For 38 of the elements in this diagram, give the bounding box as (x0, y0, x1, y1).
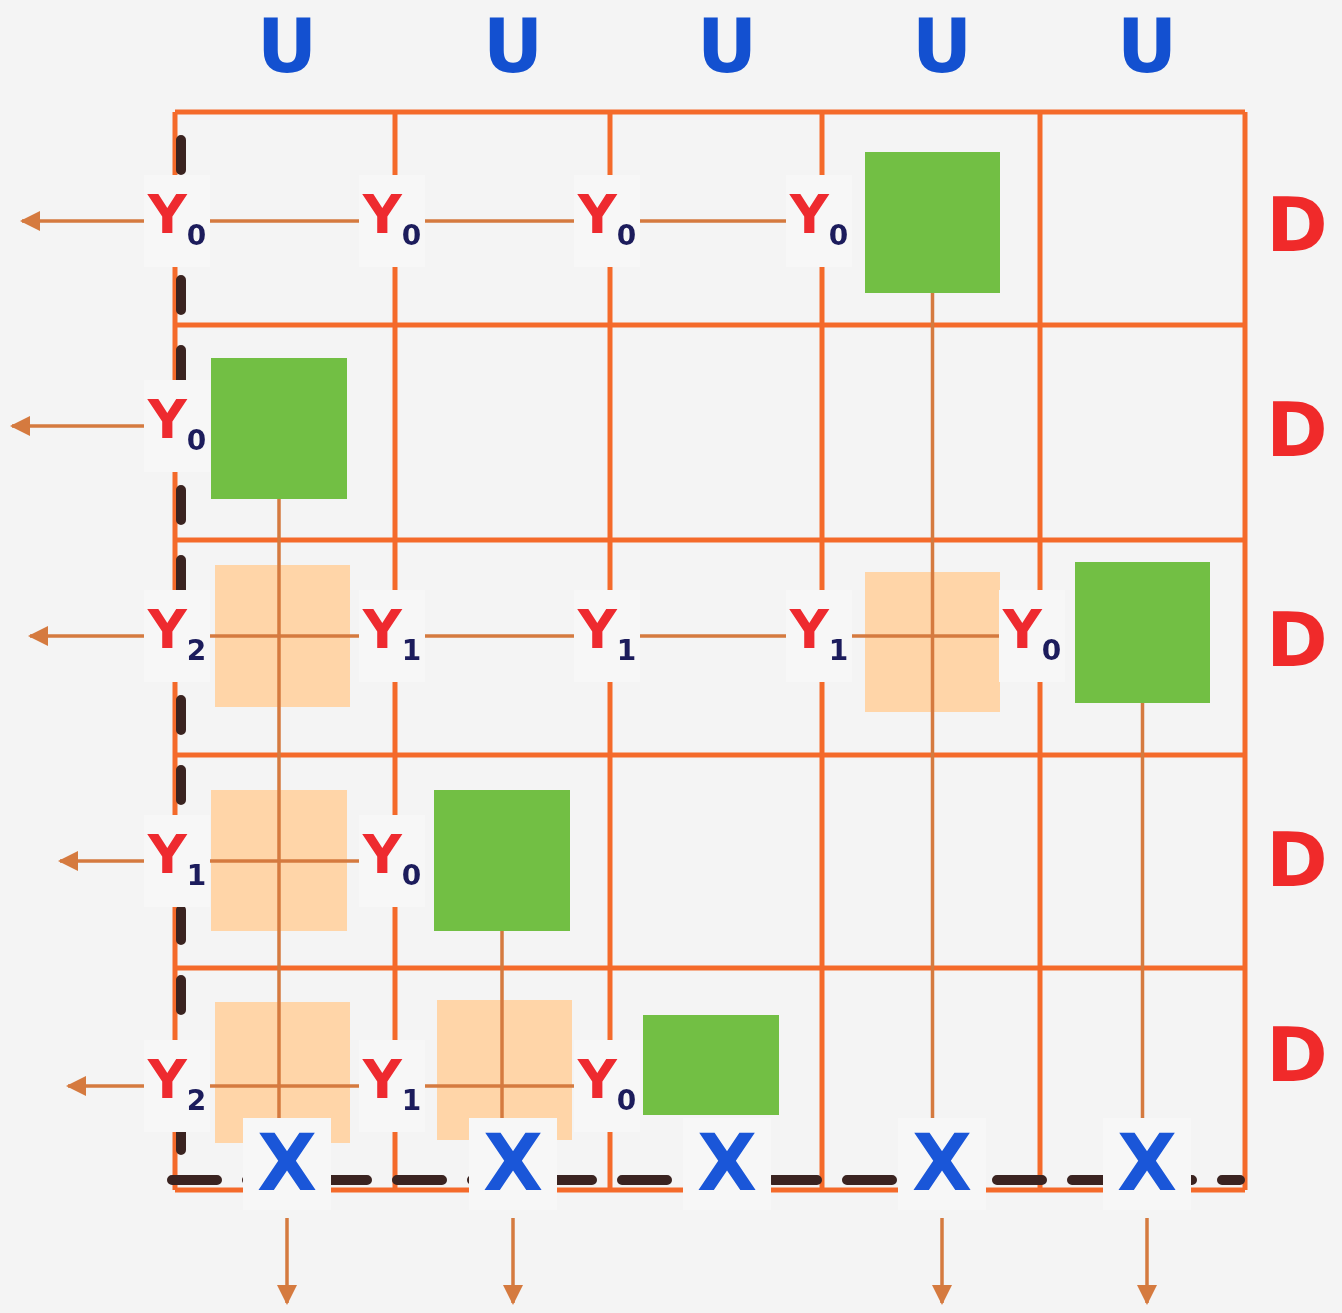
arrow (277, 1218, 297, 1305)
column-letter: U (481, 2, 545, 91)
arrow (58, 851, 144, 871)
filled-square (211, 358, 347, 499)
connector-line (210, 1084, 359, 1088)
row-letter: D (1265, 181, 1329, 270)
arrow (932, 1218, 952, 1305)
row-letter: D (1265, 596, 1329, 685)
connector-line (210, 634, 359, 638)
row-letter: D (1265, 386, 1329, 475)
row-letter: D (1265, 1011, 1329, 1100)
connector-line (425, 219, 574, 223)
arrow (10, 416, 144, 436)
connector-line (425, 1084, 574, 1088)
connector-line (1140, 703, 1145, 1118)
column-letter: U (910, 2, 974, 91)
connector-line (640, 634, 786, 638)
connector-line (500, 931, 504, 1118)
row-letter: D (1265, 816, 1329, 905)
filled-square (1075, 562, 1210, 703)
connector-line (425, 634, 574, 638)
connector-line (640, 219, 786, 223)
column-letter: U (1115, 2, 1179, 91)
connector-line (210, 859, 359, 863)
connector-line (930, 293, 935, 1118)
connector-line (277, 499, 281, 1118)
column-letter: U (695, 2, 759, 91)
arrow (503, 1218, 523, 1305)
column-letter: U (255, 2, 319, 91)
connector-line (210, 219, 359, 223)
arrow (66, 1076, 144, 1096)
arrow (20, 211, 144, 231)
filled-square (865, 152, 1000, 293)
arrow (28, 626, 144, 646)
filled-square (434, 790, 570, 931)
connector-line (852, 634, 999, 638)
filled-square (643, 1015, 779, 1115)
arrow (1137, 1218, 1157, 1305)
